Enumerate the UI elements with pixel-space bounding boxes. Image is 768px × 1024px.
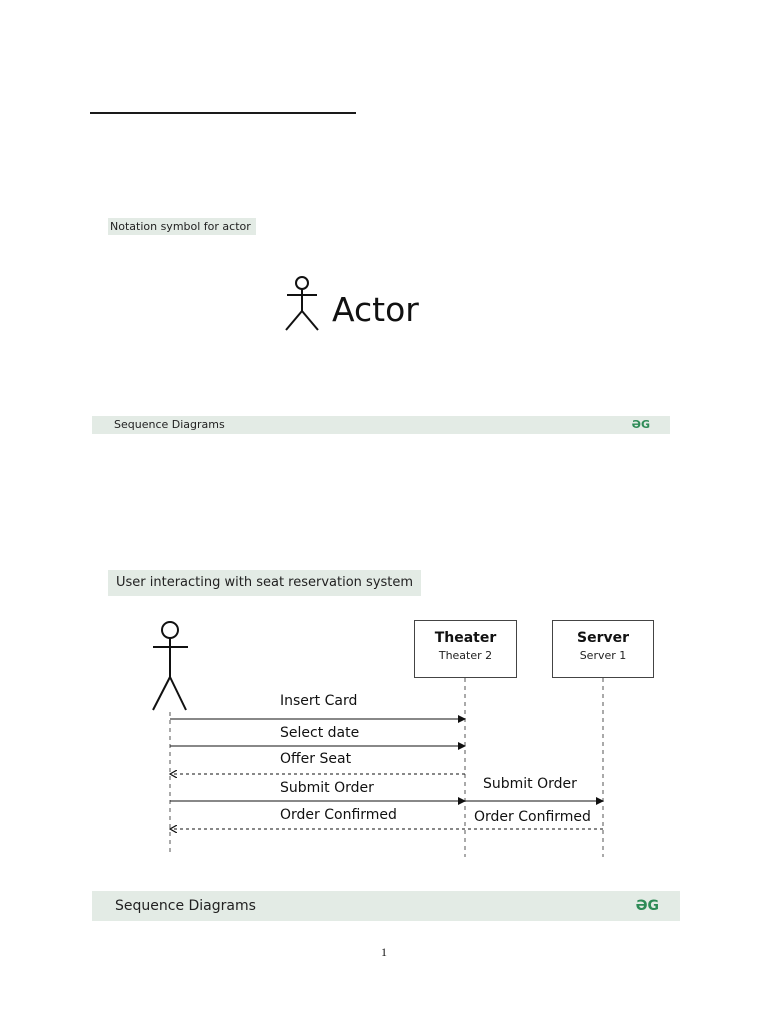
message-label: Offer Seat: [280, 751, 352, 767]
banner-title: Sequence Diagrams: [115, 898, 256, 914]
figure-caption: Notation symbol for actor: [108, 218, 256, 235]
banner-top: Sequence Diagrams ƏG: [92, 416, 670, 434]
message-label: Select date: [280, 725, 360, 741]
actor-icon: [285, 276, 319, 331]
sequence-caption: User interacting with seat reservation s…: [108, 570, 422, 596]
message-label: Submit Order: [483, 776, 577, 792]
banner-title: Sequence Diagrams: [114, 418, 225, 431]
participant-name: Theater: [434, 630, 497, 646]
top-rule: [90, 112, 356, 114]
gfg-logo-icon: ƏG: [635, 898, 659, 914]
page-number: 1: [381, 945, 387, 959]
message-label: Order Confirmed: [474, 809, 591, 825]
actor-icon: [152, 621, 188, 711]
participant-server: Server Server 1: [552, 620, 654, 678]
participant-subtitle: Server 1: [579, 649, 627, 662]
gfg-logo-icon: ƏG: [631, 418, 650, 431]
participant-subtitle: Theater 2: [438, 649, 493, 662]
banner-bottom: Sequence Diagrams ƏG: [92, 891, 680, 921]
actor-notation-figure: Notation symbol for actor Actor: [108, 212, 528, 342]
message-label: Submit Order: [280, 780, 374, 796]
participant-theater: Theater Theater 2: [414, 620, 517, 678]
message-label: Insert Card: [280, 693, 358, 709]
participant-name: Server: [576, 630, 629, 646]
actor-label: Actor: [332, 290, 419, 329]
message-label: Order Confirmed: [280, 807, 397, 823]
